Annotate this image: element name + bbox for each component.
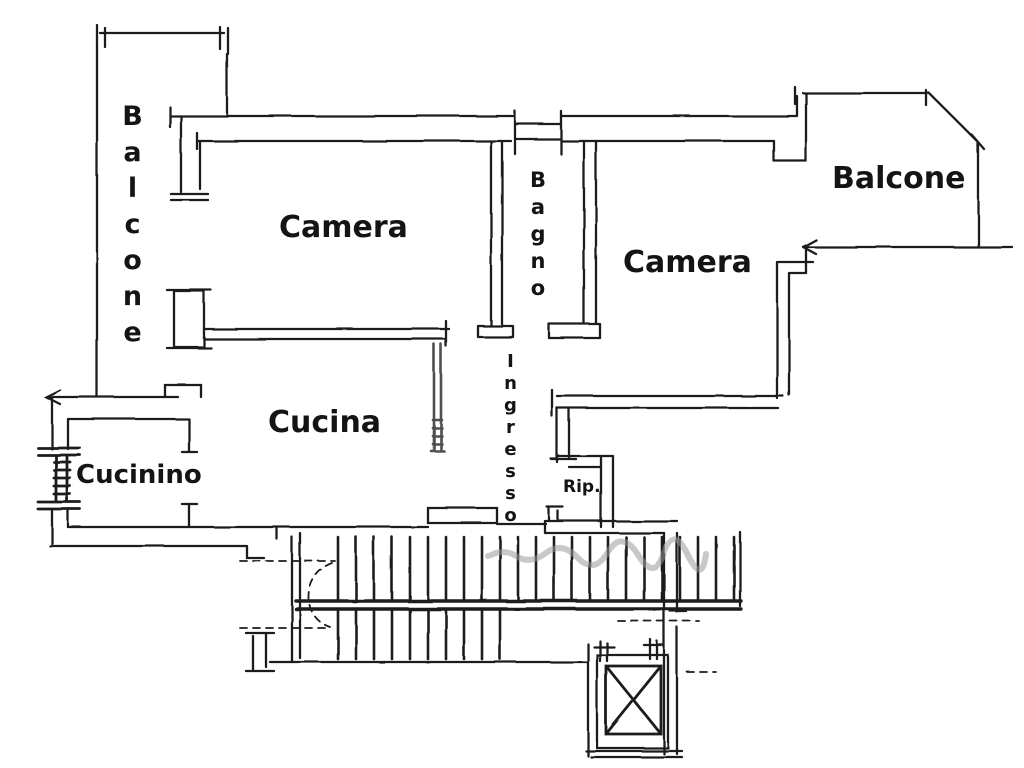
staircase — [244, 530, 743, 673]
window-cucinino — [36, 446, 82, 511]
room-label-camera-right: Camera — [623, 245, 752, 280]
wall-bagno-east — [547, 139, 602, 340]
wall-bagno-west — [476, 139, 515, 339]
wall-camera-right-south — [550, 388, 785, 418]
room-label-balcone-left: Balcone — [117, 101, 148, 353]
elevator-walls — [584, 637, 684, 759]
stairs-landing-line — [294, 599, 743, 611]
wall-south-inner — [66, 522, 548, 541]
wall-balcony-right — [793, 85, 1014, 256]
room-label-balcone-right: Balcone — [832, 161, 966, 196]
walls-layer — [36, 23, 1014, 759]
door-leaf — [429, 342, 446, 453]
wall-rip — [549, 406, 615, 529]
wall-divider-camera-cucina — [202, 319, 451, 348]
wall-cucinino-inner — [66, 417, 199, 529]
elevator-shaft — [584, 637, 684, 759]
wall-cucinino-outer — [43, 383, 266, 560]
wall-stairwell — [244, 530, 742, 673]
stairs-treads-lower — [336, 607, 502, 661]
room-label-cucina: Cucina — [268, 405, 382, 440]
elevator-cabin-x — [604, 664, 663, 736]
wall-camera-right-east — [775, 248, 815, 400]
room-label-rip: Rip. — [563, 477, 601, 497]
room-label-bagno: Bagno — [526, 168, 550, 303]
wall-shaft-east — [662, 531, 688, 756]
window-bagno — [513, 109, 563, 156]
wall-rip-south — [543, 505, 679, 535]
room-label-ingresso: Ingresso — [500, 351, 521, 527]
pencil-scribble — [485, 536, 709, 573]
room-label-camera-left: Camera — [279, 210, 408, 245]
room-label-cucinino: Cucinino — [76, 460, 202, 490]
wall-camera-left-west — [169, 114, 210, 202]
door-swing-dashed — [239, 560, 717, 673]
wall-north — [168, 94, 808, 163]
entrance-threshold — [426, 506, 499, 525]
stairs-treads-upper — [336, 535, 736, 602]
wall-pillar — [165, 288, 213, 350]
wall-balcony-left — [95, 23, 230, 398]
